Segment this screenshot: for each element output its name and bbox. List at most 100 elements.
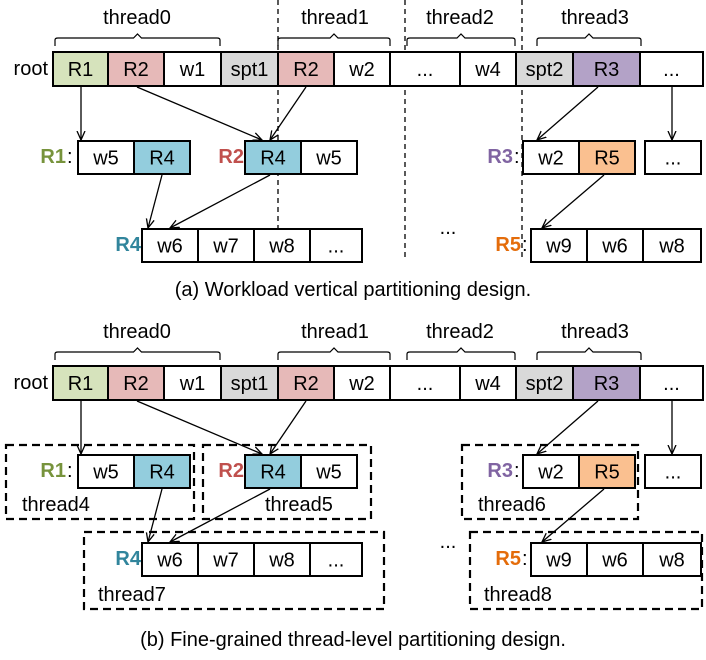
r1-cell-0-text: w5 [92, 148, 119, 170]
middle-ellipsis: ... [440, 531, 457, 553]
arrow-r2a [136, 400, 262, 454]
root-cell-8-rect [515, 51, 574, 87]
r5-cell-2: w8 [642, 228, 702, 263]
thread2-brace [406, 347, 516, 360]
label-r4-text: R4 [115, 548, 141, 570]
r4-cell-0-rect [141, 542, 199, 577]
arrow-r5 [542, 174, 605, 228]
root-cell-8: spt2 [515, 51, 574, 87]
thread6-label: thread6 [478, 494, 546, 516]
r3-extra-cell: ... [644, 454, 702, 489]
label-r3-text: R3 [487, 146, 513, 168]
r4-cell-1-text: w7 [212, 236, 239, 258]
root-cell-10-text: ... [663, 373, 680, 395]
r3-cell-1-text: R5 [594, 462, 620, 484]
thread0-label: thread0 [103, 321, 171, 343]
root-label: root [14, 372, 49, 394]
arrow-r2a [136, 86, 262, 140]
thread7-box [82, 530, 386, 611]
r1-cell-0: w5 [77, 454, 135, 489]
r1-cell-1-text: R4 [149, 462, 175, 484]
root-cell-7-rect [459, 365, 517, 401]
root-cell-10: ... [639, 365, 704, 401]
root-cell-6-text: ... [417, 59, 434, 81]
r4-cell-3: ... [309, 542, 363, 577]
thread3-label: thread3 [561, 321, 629, 343]
root-cell-9-text: R3 [594, 59, 620, 81]
root-cell-4: R2 [277, 51, 335, 87]
r5-cell-2-text: w8 [658, 236, 685, 258]
label-r1-colon: : [67, 146, 73, 168]
root-cell-10-text: ... [663, 59, 680, 81]
root-cell-2-text: w1 [179, 59, 206, 81]
root-cell-9-text: R3 [594, 373, 620, 395]
label-r3: R3: [487, 146, 519, 168]
r5-cell-0-rect [530, 228, 588, 263]
r4-cell-3-rect [309, 542, 363, 577]
r4-cell-3: ... [309, 228, 363, 263]
label-r2-text: R2 [218, 460, 244, 482]
root-cell-6-text: ... [417, 373, 434, 395]
root-cell-0-rect [52, 365, 109, 401]
r1-cell-1: R4 [133, 140, 191, 175]
r5-cell-0: w9 [530, 542, 588, 577]
r5-cell-2: w8 [642, 542, 702, 577]
r1-cell-0: w5 [77, 140, 135, 175]
root-cell-9: R3 [572, 51, 641, 87]
r4-cell-2-rect [253, 542, 311, 577]
r1-cell-0-text: w5 [92, 462, 119, 484]
root-cell-2-rect [163, 365, 222, 401]
thread1-label: thread1 [301, 321, 369, 343]
caption-b: (b) Fine-grained thread-level partitioni… [140, 629, 566, 651]
root-cell-5: w2 [333, 51, 391, 87]
r3-extra-cell-rect [644, 140, 702, 175]
r5-cell-1-rect [586, 542, 644, 577]
r5-cell-2-rect [642, 228, 702, 263]
label-r3: R3: [487, 460, 519, 482]
root-cell-3: spt1 [220, 365, 279, 401]
thread3-label: thread3 [561, 7, 629, 29]
label-r1-text: R1 [40, 146, 66, 168]
thread0-brace [54, 33, 221, 46]
r3-cell-1: R5 [578, 140, 636, 175]
thread2-label: thread2 [426, 7, 494, 29]
r5-cell-1: w6 [586, 542, 644, 577]
r2-cell-1-text: w5 [315, 462, 342, 484]
root-cell-8-text: spt2 [526, 373, 564, 395]
r2-cell-0: R4 [244, 454, 302, 489]
label-r1-colon: : [67, 460, 73, 482]
r4-cell-0-text: w6 [156, 236, 183, 258]
r2-cell-1-rect [300, 454, 358, 489]
label-r5-text: R5 [495, 548, 521, 570]
r1-cell-1-rect [133, 140, 191, 175]
r3-extra-cell: ... [644, 140, 702, 175]
root-cell-6-rect [389, 365, 461, 401]
thread3-brace [536, 33, 642, 46]
thread2-brace [406, 33, 516, 46]
root-cell-1-rect [107, 51, 165, 87]
thread0-label: thread0 [103, 7, 171, 29]
thread6-box [460, 443, 640, 521]
root-cell-8: spt2 [515, 365, 574, 401]
label-r5: R5: [495, 234, 527, 256]
root-cell-8-text: spt2 [526, 59, 564, 81]
label-r3-colon: : [514, 460, 520, 482]
r1-cell-0-rect [77, 454, 135, 489]
r3-extra-cell-rect [644, 454, 702, 489]
label-r2-text: R2 [218, 146, 244, 168]
r4-cell-0: w6 [141, 542, 199, 577]
thread4-label: thread4 [22, 494, 90, 516]
thread3-brace [536, 347, 642, 360]
root-cell-4-text: R2 [293, 373, 319, 395]
arrow-r5 [542, 488, 605, 542]
root-cell-1-text: R2 [123, 59, 149, 81]
r1-cell-1-rect [133, 454, 191, 489]
r5-cell-1-text: w6 [601, 550, 628, 572]
r1-cell-1: R4 [133, 454, 191, 489]
thread7-label: thread7 [98, 584, 166, 606]
thread5-label: thread5 [265, 494, 333, 516]
label-r3-text: R3 [487, 460, 513, 482]
r3-cell-0: w2 [522, 454, 580, 489]
root-cell-6: ... [389, 365, 461, 401]
